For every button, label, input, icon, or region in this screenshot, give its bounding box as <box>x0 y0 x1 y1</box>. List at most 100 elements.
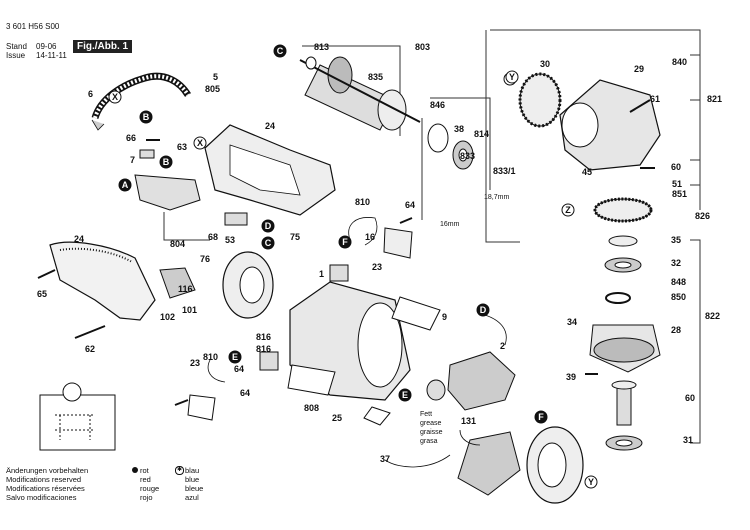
part-number-label: 810 <box>355 197 370 207</box>
gear-housing <box>559 79 661 171</box>
callout-letter: D <box>265 221 272 231</box>
callout-circle-d <box>476 303 490 317</box>
callout-circle-b <box>139 110 153 124</box>
red-marker-icon <box>132 467 138 473</box>
part-number-label: 31 <box>683 435 693 445</box>
color-blue-fr: bleue <box>185 484 204 493</box>
callout-circle-y <box>584 475 598 489</box>
callout-letter: E <box>232 352 238 362</box>
part-number-label: 840 <box>672 57 687 67</box>
part-number-label: 24 <box>265 121 275 131</box>
part-number-label: 45 <box>582 167 592 177</box>
callout-circle-z <box>561 203 575 217</box>
power-cord <box>91 72 191 131</box>
callout-circle-f <box>534 410 548 424</box>
figure-badge: Fig./Abb. 1 <box>73 40 133 53</box>
part-number-label: 803 <box>415 42 430 52</box>
callout-circle-a <box>118 178 132 192</box>
part-number-label: 24 <box>74 234 84 244</box>
issue-label: Issue <box>6 51 26 60</box>
part-number-label: 814 <box>474 129 489 139</box>
color-blue-en: blue <box>185 475 200 484</box>
part-number-label: 9 <box>442 312 447 322</box>
dimension-16: 16mm <box>440 221 460 228</box>
part-number-label: 23 <box>372 262 382 272</box>
dimension-18-7: 18,7mm <box>484 194 510 201</box>
wiring-schematic <box>39 382 116 451</box>
callout-letter: B <box>143 112 150 122</box>
part-number-label: 28 <box>671 325 681 335</box>
part-number-label: 64 <box>234 364 244 374</box>
part-number-label: 62 <box>85 344 95 354</box>
part-number-label: 810 <box>203 352 218 362</box>
part-number-label: 850 <box>671 292 686 302</box>
part-number-label: 76 <box>200 254 210 264</box>
brush-holder <box>447 351 516 411</box>
callout-circle-x <box>193 136 207 150</box>
part-number-label: 37 <box>380 454 390 464</box>
part-number-label: 804 <box>170 239 185 249</box>
crown-gear <box>593 197 653 223</box>
part-number-label: 6 <box>88 89 93 99</box>
callout-circle-e <box>398 388 412 402</box>
part-number-label: 102 <box>160 312 175 322</box>
spindle-stack <box>589 235 661 451</box>
color-red-de: rot <box>140 466 149 475</box>
part-number-label: 34 <box>567 317 577 327</box>
part-number-label: 808 <box>304 403 319 413</box>
part-number-label: 35 <box>671 235 681 245</box>
part-number-label: 68 <box>208 232 218 242</box>
part-number-label: 805 <box>205 84 220 94</box>
callout-circle-b <box>159 155 173 169</box>
fan <box>426 379 446 401</box>
callout-letter: B <box>163 157 170 167</box>
part-number-label: 101 <box>182 305 197 315</box>
color-blue-es: azul <box>185 493 199 502</box>
callout-letter: E <box>402 390 408 400</box>
part-number-label: 833 <box>460 151 475 161</box>
bevel-gear <box>518 72 562 128</box>
bearings-upper <box>427 123 474 170</box>
part-number-label: 116 <box>178 284 193 294</box>
end-cap <box>526 426 584 504</box>
part-number-label: 60 <box>685 393 695 403</box>
cover-plate <box>391 296 441 331</box>
color-legend-red: rot red rouge rojo <box>132 466 160 502</box>
part-number-label: 61 <box>650 94 660 104</box>
part-number-label: 51 <box>672 179 682 189</box>
part-number-label: 131 <box>461 416 476 426</box>
part-number-label: 821 <box>707 94 722 104</box>
stand-value: 09-06 <box>36 42 57 51</box>
part-number-label: 813 <box>314 42 329 52</box>
drawing-code: 3 601 H56 S00 <box>6 22 60 31</box>
part-number-label: 1 <box>319 269 324 279</box>
part-number-label: 822 <box>705 311 720 321</box>
callout-letter: Z <box>565 205 571 215</box>
stand-label: Stand <box>6 42 27 51</box>
part-number-label: 23 <box>190 358 200 368</box>
color-legend-blue: ✱ blau blue bleue azul <box>175 466 204 502</box>
mod-en: Modifications reserved <box>6 475 82 484</box>
part-number-label: 16 <box>365 232 375 242</box>
part-number-label: 816 <box>256 332 271 342</box>
part-number-label: 53 <box>225 235 235 245</box>
switch-assembly <box>134 149 248 226</box>
part-number-label: 66 <box>126 133 136 143</box>
callout-circle-c <box>273 44 287 58</box>
color-red-fr: rouge <box>140 484 160 493</box>
small-parts <box>159 227 413 426</box>
callout-letter: Y <box>588 477 594 487</box>
callout-letter: Y <box>509 72 515 82</box>
color-red-es: rojo <box>140 493 153 502</box>
screws <box>37 99 655 406</box>
callout-circle-d <box>261 219 275 233</box>
part-number-label: 64 <box>240 388 250 398</box>
callout-circle-e <box>228 350 242 364</box>
part-number-label: 833/1 <box>493 166 516 176</box>
part-number-label: 848 <box>671 277 686 287</box>
mod-es: Salvo modificaciones <box>6 493 77 502</box>
callout-circle-c <box>261 236 275 250</box>
part-number-label: 846 <box>430 100 445 110</box>
rear-housing-top <box>204 124 336 216</box>
